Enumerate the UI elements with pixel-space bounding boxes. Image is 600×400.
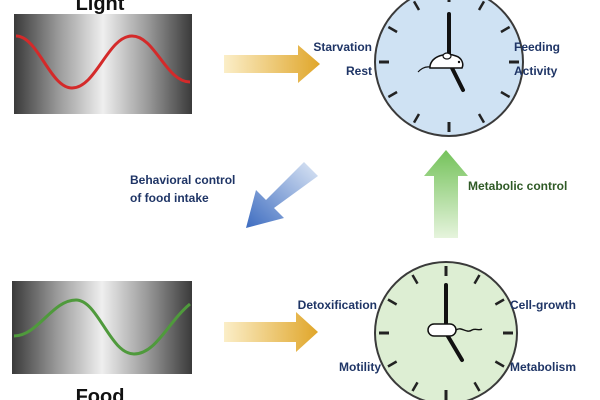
light-label-feeding: Feeding [514, 40, 560, 54]
food-entrainment-arrow [224, 312, 318, 352]
metabolic-label: Metabolic control [468, 179, 567, 193]
light-entrainment-arrow [224, 45, 320, 83]
light-label-starvation: Starvation [313, 40, 372, 54]
food-clock-tick [473, 381, 481, 392]
light-panel [14, 14, 192, 114]
light-clock-tick [387, 25, 398, 34]
food-label-metabolism: Metabolism [510, 360, 576, 374]
food-clock-tick [411, 274, 419, 285]
light-wave [15, 34, 191, 90]
food-label-cell-growth: Cell-growth [510, 298, 576, 312]
food-clock-tick [387, 298, 398, 306]
behavioral-label-line2: of food intake [130, 191, 209, 205]
food-title: Food [76, 386, 125, 400]
light-clock-tick [500, 90, 511, 99]
behavioral-control-arrow [246, 162, 318, 228]
behavioral-label-line1: Behavioral control [130, 173, 235, 187]
light-clock-tick [387, 90, 398, 99]
bacterium-icon [427, 323, 483, 337]
food-wave [13, 298, 191, 356]
food-label-detoxification: Detoxification [298, 298, 377, 312]
light-label-activity: Activity [514, 64, 558, 78]
food-label-motility: Motility [339, 360, 381, 374]
light-clock-tick [412, 0, 421, 11]
mouse-icon [417, 52, 464, 73]
food-clock-tick [387, 360, 398, 368]
light-clock-tick [500, 25, 511, 34]
food-clock-tick [494, 360, 505, 368]
metabolic-control-arrow [424, 150, 468, 238]
light-clock-tick [412, 113, 421, 124]
light-clock-tick [477, 0, 486, 11]
light-label-rest: Rest [346, 64, 372, 78]
food-clock [374, 261, 518, 400]
light-clock-tick [477, 113, 486, 124]
light-clock [374, 0, 524, 137]
food-clock-tick [473, 274, 481, 285]
food-clock-tick [411, 381, 419, 392]
light-title: Light [76, 0, 125, 15]
food-panel [12, 281, 192, 374]
food-clock-tick [494, 298, 505, 306]
